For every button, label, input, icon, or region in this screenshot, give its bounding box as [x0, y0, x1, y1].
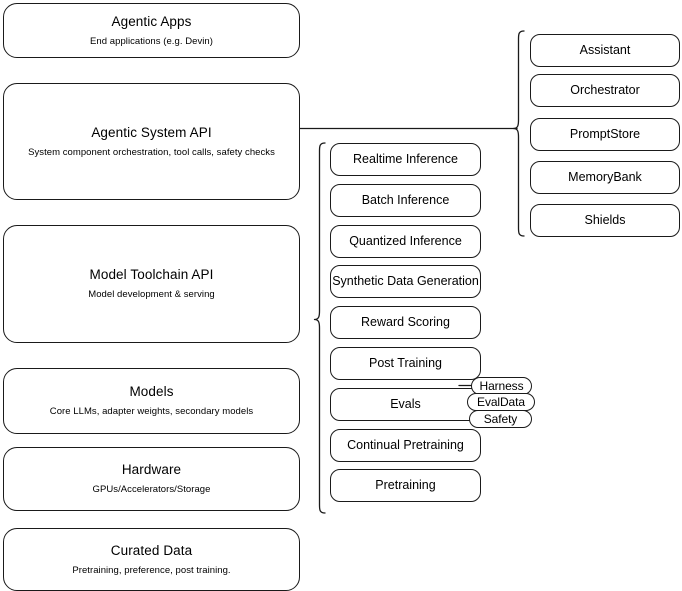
middle-brace [313, 142, 326, 514]
toolchain-item-label: Batch Inference [361, 192, 450, 207]
layer-agentic-system-api[interactable]: Agentic System API System component orch… [3, 83, 300, 200]
right-brace [512, 30, 525, 237]
agentic-component-assistant[interactable]: Assistant [530, 34, 680, 67]
layer-subtitle: GPUs/Accelerators/Storage [92, 484, 211, 495]
layer-subtitle: End applications (e.g. Devin) [90, 35, 213, 47]
agentic-component-memorybank[interactable]: MemoryBank [530, 161, 680, 194]
toolchain-item-label: Reward Scoring [361, 314, 450, 329]
layer-title: Agentic Apps [111, 13, 192, 29]
evals-pill-label: Safety [483, 412, 518, 426]
layer-title: Model Toolchain API [89, 267, 214, 283]
evals-pill-safety[interactable]: Safety [469, 410, 532, 428]
layer-subtitle: System component orchestration, tool cal… [28, 146, 275, 158]
toolchain-item-evals[interactable]: Evals [330, 388, 481, 421]
toolchain-item-reward-scoring[interactable]: Reward Scoring [330, 306, 481, 339]
toolchain-item-quantized-inference[interactable]: Quantized Inference [330, 225, 481, 258]
agentic-component-shields[interactable]: Shields [530, 204, 680, 237]
toolchain-item-label: Post Training [369, 355, 442, 370]
layer-models[interactable]: Models Core LLMs, adapter weights, secon… [3, 368, 300, 434]
layer-model-toolchain-api[interactable]: Model Toolchain API Model development & … [3, 225, 300, 343]
layer-subtitle: Pretraining, preference, post training. [72, 564, 231, 576]
layer-title: Hardware [121, 462, 182, 478]
toolchain-item-post-training[interactable]: Post Training [330, 347, 481, 380]
agentic-component-label: PromptStore [569, 126, 641, 141]
layer-curated-data[interactable]: Curated Data Pretraining, preference, po… [3, 528, 300, 591]
toolchain-item-synthetic-data-generation[interactable]: Synthetic Data Generation [330, 265, 481, 298]
toolchain-item-label: Pretraining [375, 477, 436, 492]
evals-pill-label: Harness [479, 379, 524, 393]
toolchain-item-pretraining[interactable]: Pretraining [330, 469, 481, 502]
toolchain-item-label: Realtime Inference [353, 151, 458, 166]
toolchain-item-continual-pretraining[interactable]: Continual Pretraining [330, 429, 481, 462]
toolchain-item-realtime-inference[interactable]: Realtime Inference [330, 143, 481, 176]
toolchain-item-label: Evals [390, 396, 421, 411]
layer-title: Curated Data [110, 542, 193, 558]
layer-title: Agentic System API [91, 124, 212, 140]
layer-subtitle: Model development & serving [88, 289, 215, 300]
toolchain-item-label: Continual Pretraining [347, 437, 464, 452]
toolchain-item-label: Synthetic Data Generation [332, 273, 479, 288]
evals-pill-evaldata[interactable]: EvalData [467, 393, 535, 411]
agentic-component-orchestrator[interactable]: Orchestrator [530, 74, 680, 107]
agentic-component-promptstore[interactable]: PromptStore [530, 118, 680, 151]
layer-title: Models [129, 384, 174, 400]
layer-subtitle: Core LLMs, adapter weights, secondary mo… [49, 406, 254, 417]
agentic-component-label: Assistant [579, 42, 631, 57]
toolchain-item-label: Quantized Inference [349, 233, 462, 248]
agentic-component-label: Orchestrator [570, 82, 640, 97]
evals-pill-label: EvalData [477, 395, 525, 409]
layer-hardware[interactable]: Hardware GPUs/Accelerators/Storage [3, 447, 300, 511]
agentic-component-label: MemoryBank [568, 169, 642, 184]
toolchain-item-batch-inference[interactable]: Batch Inference [330, 184, 481, 217]
layer-agentic-apps[interactable]: Agentic Apps End applications (e.g. Devi… [3, 3, 300, 58]
agentic-component-label: Shields [584, 212, 626, 227]
